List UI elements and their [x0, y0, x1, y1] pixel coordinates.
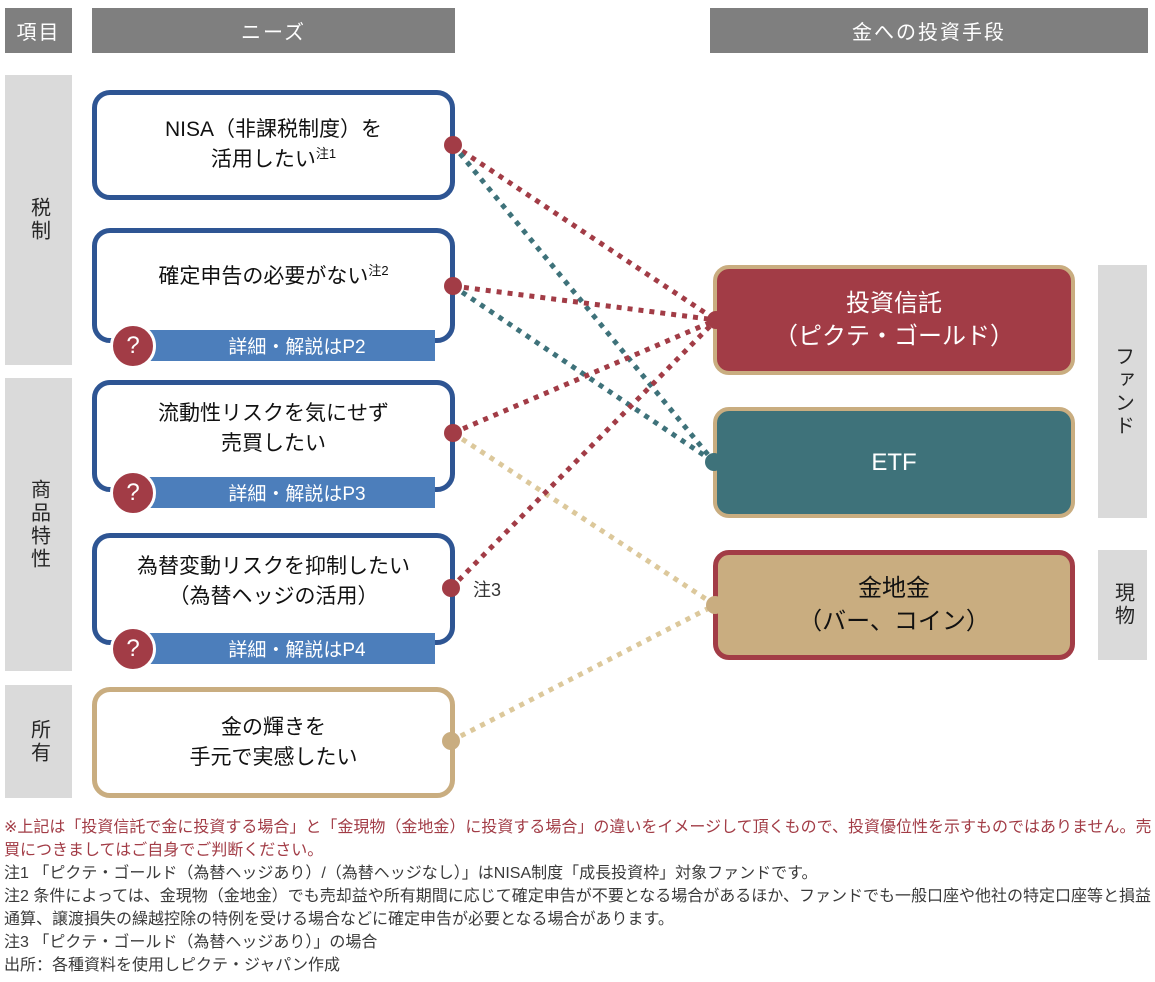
header-item-label: 項目 [16, 22, 61, 44]
footnote-ref-2: 注2 [368, 262, 389, 278]
need-text: 流動性リスクを気にせず [158, 402, 389, 425]
question-icon[interactable]: ? [110, 626, 156, 672]
method-text: 金地金 [858, 575, 930, 602]
header-methods: 金への投資手段 [710, 8, 1148, 53]
question-icon[interactable]: ? [110, 323, 156, 369]
group-label-fund: ファンド [1111, 345, 1134, 438]
need-box-fx-hedge: 為替変動リスクを抑制したい （為替ヘッジの活用） [92, 533, 455, 645]
header-needs: ニーズ [92, 8, 455, 53]
category-band-product: 商品特性 [5, 378, 72, 671]
footnote-1: 注1 「ピクテ・ゴールド（為替ヘッジあり）/（為替ヘッジなし）」はNISA制度「… [4, 865, 818, 882]
category-band-own: 所有 [5, 685, 72, 798]
need-box-liquidity: 流動性リスクを気にせず 売買したい [92, 380, 455, 492]
footnote-3: 注3 「ピクテ・ゴールド（為替ヘッジあり）」の場合 [4, 934, 378, 951]
method-text: （バー、コイン） [798, 608, 990, 635]
source-text: 出所：各種資料を使用しピクテ・ジャパン作成 [4, 957, 341, 974]
method-box-investment-trust: 投資信託 （ピクテ・ゴールド） [713, 265, 1075, 375]
note3-marker: 注3 [473, 580, 502, 600]
need-box-nisa: NISA（非課税制度）を 活用したい注1 [92, 90, 455, 200]
need-text: NISA（非課税制度）を [164, 118, 382, 141]
group-label-physical: 現物 [1111, 582, 1134, 628]
need-text: 活用したい注1 [210, 146, 337, 171]
header-needs-label: ニーズ [241, 22, 306, 44]
group-band-physical: 現物 [1098, 550, 1147, 660]
need-text: 金の輝きを [221, 715, 326, 739]
category-label-own: 所有 [27, 718, 50, 765]
method-text: ETF [871, 449, 917, 476]
need-text: 手元で実感したい [189, 745, 358, 769]
need-text: （為替ヘッジの活用） [168, 585, 379, 608]
category-label-product: 商品特性 [27, 478, 50, 571]
detail-link-p4[interactable]: 詳細・解説はP4 [133, 633, 435, 664]
header-item: 項目 [5, 8, 72, 53]
category-label-tax: 税制 [27, 197, 50, 243]
header-methods-label: 金への投資手段 [852, 22, 1006, 44]
question-icon[interactable]: ? [110, 470, 156, 516]
method-box-etf: ETF [713, 407, 1075, 518]
group-band-fund: ファンド [1098, 265, 1147, 518]
footnote-ref-1: 注1 [315, 146, 337, 161]
method-text: 投資信託 [846, 290, 942, 317]
category-band-tax: 税制 [5, 75, 72, 365]
disclaimer-text: ※上記は「投資信託で金に投資する場合」と「金現物（金地金）に投資する場合」の違い… [4, 819, 1152, 859]
method-text: （ピクテ・ゴールド） [774, 323, 1014, 350]
detail-link-p3[interactable]: 詳細・解説はP3 [133, 477, 435, 508]
footnote-2: 注2 条件によっては、金現物（金地金）でも売却益や所有期間に応じて確定申告が不要… [4, 888, 1151, 928]
method-box-gold-bullion: 金地金 （バー、コイン） [713, 550, 1075, 660]
need-text: 売買したい [221, 432, 326, 455]
need-box-gold-shine: 金の輝きを 手元で実感したい [92, 687, 455, 798]
need-text: 確定申告の必要がない注2 [158, 262, 389, 288]
need-text: 為替変動リスクを抑制したい [137, 555, 410, 578]
footnotes: ※上記は「投資信託で金に投資する場合」と「金現物（金地金）に投資する場合」の違い… [4, 816, 1152, 977]
detail-link-p2[interactable]: 詳細・解説はP2 [133, 330, 435, 361]
need-box-tax-return: 確定申告の必要がない注2 [92, 228, 455, 343]
